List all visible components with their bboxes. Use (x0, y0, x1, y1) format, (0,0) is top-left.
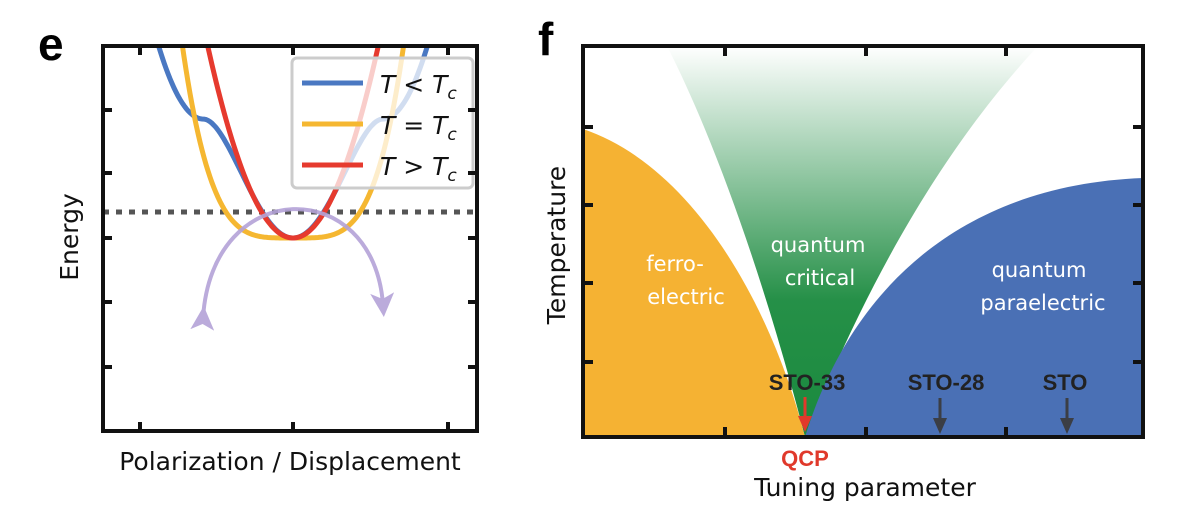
sample-label-sto: STO (1043, 370, 1088, 395)
polarization-axis-label: Polarization / Displacement (119, 447, 461, 476)
ferroelectric-region (583, 129, 805, 437)
quantum-critical-region (667, 46, 1038, 437)
panel-f-frame (581, 44, 1145, 439)
sample-label-sto28: STO-28 (908, 370, 985, 395)
panel-f-letter: f (538, 13, 554, 65)
panel-e-frame (101, 44, 479, 433)
sto33-arrow-icon (798, 397, 812, 432)
quantum-paraelectric-label-1: quantum (992, 258, 1087, 282)
tunneling-arrow-icon (190, 207, 395, 331)
temperature-axis-label: Temperature (542, 166, 571, 325)
ferroelectric-label-1: ferro- (646, 252, 704, 276)
quantum-paraelectric-label-2: paraelectric (980, 291, 1105, 315)
sto28-arrow-icon (933, 398, 947, 434)
panel-e-letter: e (38, 18, 64, 70)
legend-label-above: T > Tc (380, 152, 457, 186)
energy-axis-label: Energy (55, 193, 84, 281)
ferroelectric-label-2: electric (647, 285, 724, 309)
qcp-label: QCP (781, 446, 829, 471)
legend-label-at: T = Tc (380, 111, 457, 145)
tuning-parameter-axis-label: Tuning parameter (753, 473, 976, 502)
legend-label-below: T < Tc (380, 70, 457, 104)
sto-arrow-icon (1060, 398, 1074, 434)
legend: T < Tc T = Tc T > Tc (290, 56, 475, 190)
quantum-critical-label-2: critical (785, 266, 855, 290)
sample-label-sto33: STO-33 (769, 370, 846, 395)
quantum-paraelectric-region (805, 178, 1143, 437)
quantum-critical-label-1: quantum (771, 233, 866, 257)
